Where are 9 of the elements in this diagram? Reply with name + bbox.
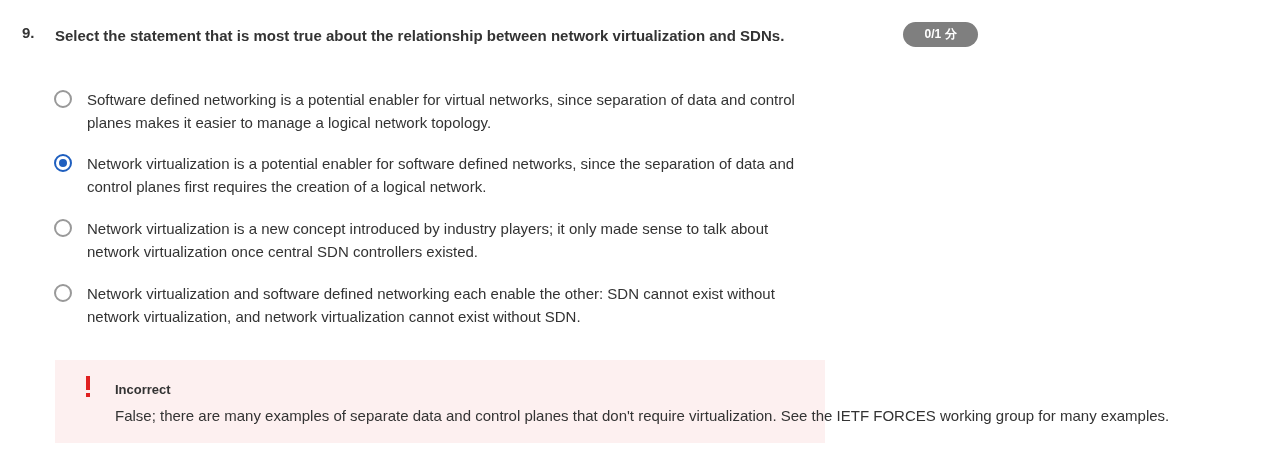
answer-option-text: Network virtualization is a potential enabler for software defined networks, since the separation of data and control planes first requires the creation of a logical network. (87, 154, 796, 197)
answer-option-text: Software defined networking is a potential enabler for virtual networks, since separation of data and control planes makes it easier to manage a logical network topology. (87, 90, 796, 133)
score-badge: 0/1 分 (903, 22, 978, 47)
question-text: Select the statement that is most true about the relationship between network virtualization and SDNs. (55, 26, 786, 46)
feedback-heading: Incorrect (115, 382, 171, 397)
feedback-text: False; there are many examples of separate data and control planes that don't require virtualization. See the IETF FORCES working group for many examples. (115, 407, 1170, 424)
answer-option-text: Network virtualization and software defined networking each enable the other: SDN cannot exist without network virtualization, and network virtualization cannot exist without SDN. (87, 284, 776, 327)
answer-option-text: Network virtualization is a new concept introduced by industry players; it only made sense to talk about network virtualization once central SDN controllers existed. (87, 219, 770, 262)
question-number: 9. (22, 24, 35, 41)
